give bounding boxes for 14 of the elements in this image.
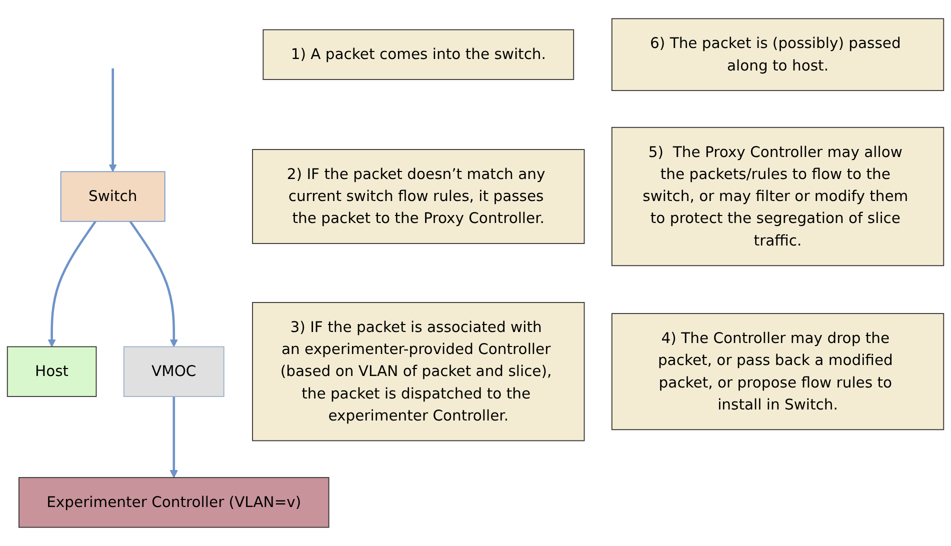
node-box: VMOC <box>123 346 224 397</box>
node-box: 3) IF the packet is associated with an experimenter-provided Controller (based on VLAN of packet and slice), the packet is dispatched to the experimenter Controller. <box>252 302 585 442</box>
arrow <box>108 68 117 172</box>
arrow <box>48 220 96 348</box>
arrow <box>170 396 178 478</box>
node-box: 2) IF the packet doesn’t match any current switch flow rules, it passes the packet to the Proxy Controller. <box>252 149 585 244</box>
node-box: 4) The Controller may drop the packet, or pass back a modified packet, or propose flow rules to install in Switch. <box>611 313 944 430</box>
node-box: 1) A packet comes into the switch. <box>262 29 574 80</box>
arrow <box>129 220 178 348</box>
node-box: Host <box>6 346 97 397</box>
node-box: Switch <box>60 171 166 222</box>
node-box: 6) The packet is (possibly) passed along to host. <box>611 18 944 91</box>
node-box: Experimenter Controller (VLAN=v) <box>18 477 330 528</box>
node-box: 5) The Proxy Controller may allow the packets/rules to flow to the switch, or may filter or modify them to protect the segregation of slice traffic. <box>611 126 944 266</box>
